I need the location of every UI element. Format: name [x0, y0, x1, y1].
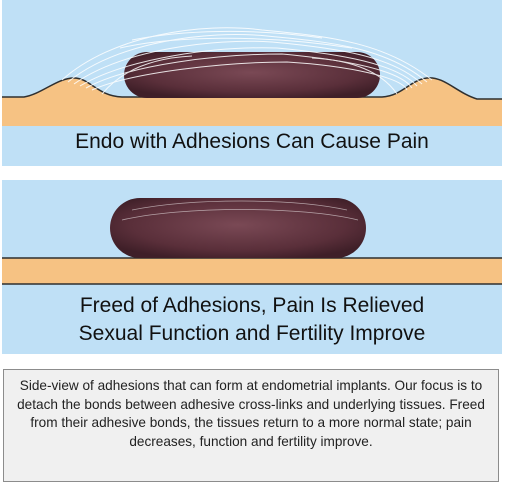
bottom-heading-line2: Sexual Function and Fertility Improve [78, 322, 426, 345]
adhesion-fibers [61, 27, 433, 95]
tissue-layer-pulled [2, 77, 502, 126]
top-heading: Endo with Adhesions Can Cause Pain [75, 130, 429, 153]
freed-drawing [2, 198, 502, 285]
adhesion-drawing [2, 27, 502, 126]
bottom-heading-line1: Freed of Adhesions, Pain Is Relieved [79, 294, 425, 317]
panel-with-adhesions: Endo with Adhesions Can Cause Pain [2, 0, 502, 166]
panel-freed: Freed of Adhesions, Pain Is Relieved Sex… [2, 180, 502, 354]
tissue-layer-flat [2, 258, 502, 284]
caption-text: Side-view of adhesions that can form at … [17, 378, 485, 449]
endometrial-implant [124, 52, 380, 98]
adhesion-illustration: Endo with Adhesions Can Cause Pain Freed [2, 0, 502, 354]
endometrial-implant-freed [110, 198, 366, 258]
implant-sheen [121, 200, 359, 221]
caption-box: Side-view of adhesions that can form at … [3, 369, 499, 482]
